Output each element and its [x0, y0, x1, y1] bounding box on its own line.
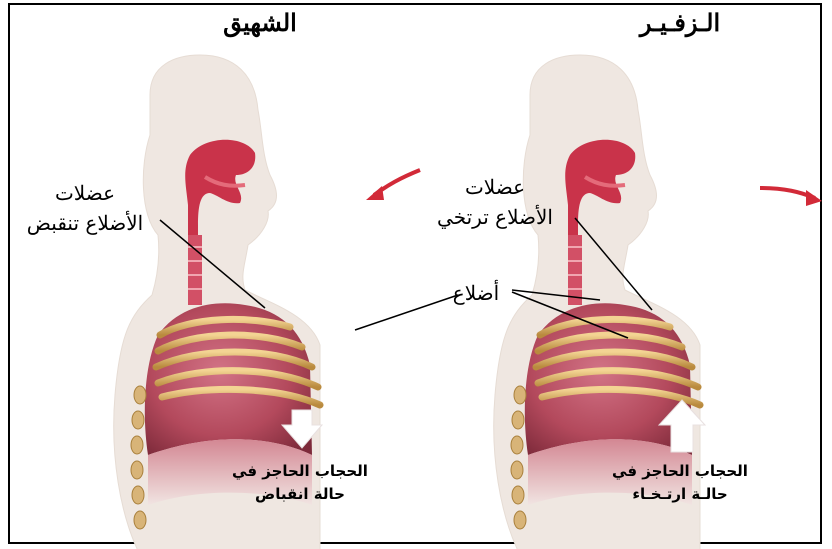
air-out-arrowhead	[806, 190, 822, 206]
inhalation-title: الشهيق	[200, 8, 320, 37]
inhalation-diaphragm-label-line1: الحجاب الحاجز في	[225, 460, 375, 483]
exhalation-diaphragm-label-line2: حالـة ارتـخـاء	[605, 483, 755, 506]
ribs-label: أضلاع	[440, 278, 512, 308]
exhalation-muscle-label-line2: الأضلاع ترتخي	[420, 202, 570, 232]
inhalation-muscle-label-line1: عضلات	[15, 178, 155, 208]
inhalation-diaphragm-label-line2: حالة انقباض	[225, 483, 375, 506]
inhalation-muscle-label-line2: الأضلاع تنقبض	[15, 208, 155, 238]
exhalation-title: الـزفـيـر	[615, 8, 745, 37]
exhalation-muscle-label: عضلات الأضلاع ترتخي	[420, 172, 570, 232]
inhalation-muscle-label: عضلات الأضلاع تنقبض	[15, 178, 155, 238]
exhalation-diaphragm-label-line1: الحجاب الحاجز في	[605, 460, 755, 483]
inhalation-diaphragm-label: الحجاب الحاجز في حالة انقباض	[225, 460, 375, 506]
air-in-arrowhead	[366, 186, 384, 200]
exhalation-muscle-label-line1: عضلات	[420, 172, 570, 202]
exhalation-diaphragm-label: الحجاب الحاجز في حالـة ارتـخـاء	[605, 460, 755, 506]
